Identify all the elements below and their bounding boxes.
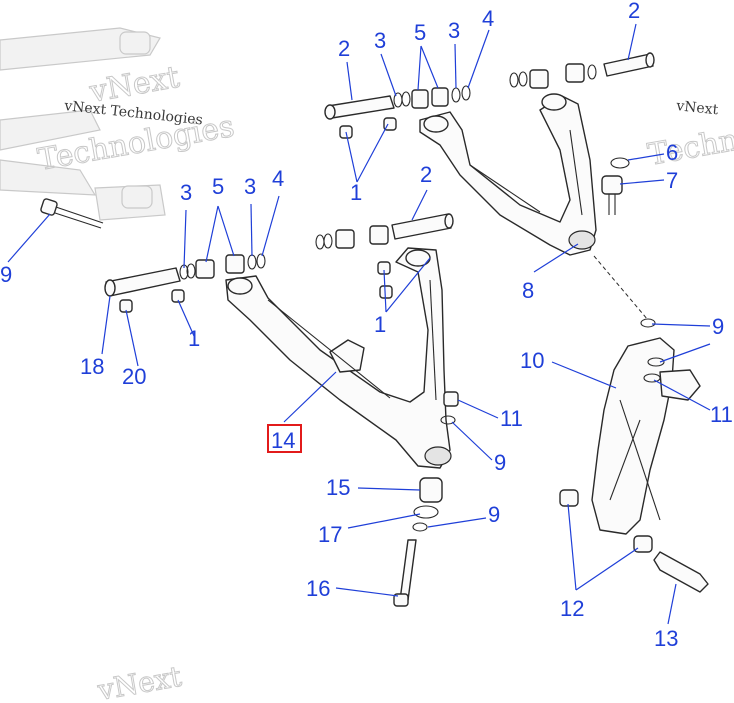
leader-lines	[7, 23, 711, 625]
callout-numbers: 2 3 5 3 4 2 6 7 1 8 9 3 5 3 4 2 1 1 18 2…	[0, 0, 733, 651]
callout-18: 18	[80, 354, 104, 379]
lower-a-arm	[225, 247, 459, 469]
watermark-brand-short: vNext	[675, 98, 720, 118]
callout-17: 17	[318, 522, 342, 547]
bushing-12-pin-13	[633, 535, 709, 593]
callout-5-mid: 5	[212, 174, 224, 199]
callout-9-mid: 9	[494, 450, 506, 475]
callout-2-top-right: 2	[628, 0, 640, 23]
callout-6: 6	[666, 140, 678, 165]
clip-6-balljoint-7	[601, 157, 630, 215]
callout-4-top: 4	[482, 6, 494, 31]
ghost-bushings-top	[119, 31, 153, 209]
callout-15: 15	[326, 475, 350, 500]
callout-7: 7	[666, 168, 678, 193]
callout-8: 8	[522, 278, 534, 303]
lower-balljoint-stack	[393, 477, 443, 607]
callout-2-mid: 2	[420, 162, 432, 187]
callout-14-highlighted: 14	[271, 428, 295, 453]
callout-10: 10	[520, 348, 544, 373]
callout-1-mid-left: 1	[188, 326, 200, 351]
front-pin-stack	[104, 253, 266, 313]
knuckle-10	[559, 337, 701, 535]
upper-a-arm	[419, 93, 597, 256]
bolt-9-left	[40, 198, 104, 229]
callout-1-top: 1	[350, 180, 362, 205]
callout-11-mid: 11	[500, 406, 523, 431]
callout-9-right: 9	[712, 314, 724, 339]
callout-3-top-b: 3	[448, 18, 460, 43]
callout-9-left: 9	[0, 262, 12, 287]
upper-pin-stack-left	[324, 85, 471, 139]
callout-5-top: 5	[414, 20, 426, 45]
callout-4-mid: 4	[272, 166, 284, 191]
callout-20: 20	[122, 364, 146, 389]
callout-3-top-a: 3	[374, 28, 386, 53]
callout-11-right: 11	[710, 402, 733, 427]
callout-2-top: 2	[338, 36, 350, 61]
washer-9-upper	[640, 318, 656, 328]
dashed-leader-8-9	[593, 255, 649, 321]
callout-9-low: 9	[488, 502, 500, 527]
callout-3-mid-b: 3	[244, 174, 256, 199]
callout-3-mid: 3	[180, 180, 192, 205]
highlight-box-14[interactable]	[267, 424, 302, 453]
callout-13: 13	[654, 626, 678, 651]
middle-pin-stack	[315, 213, 454, 250]
callout-16: 16	[306, 576, 330, 601]
watermark-outline-footer: vNext	[95, 660, 185, 703]
watermark-outline-right: Techn	[645, 123, 734, 173]
upper-pin-stack-right	[509, 52, 655, 89]
callout-1-mid-right: 1	[374, 312, 386, 337]
callout-12: 12	[560, 596, 584, 621]
